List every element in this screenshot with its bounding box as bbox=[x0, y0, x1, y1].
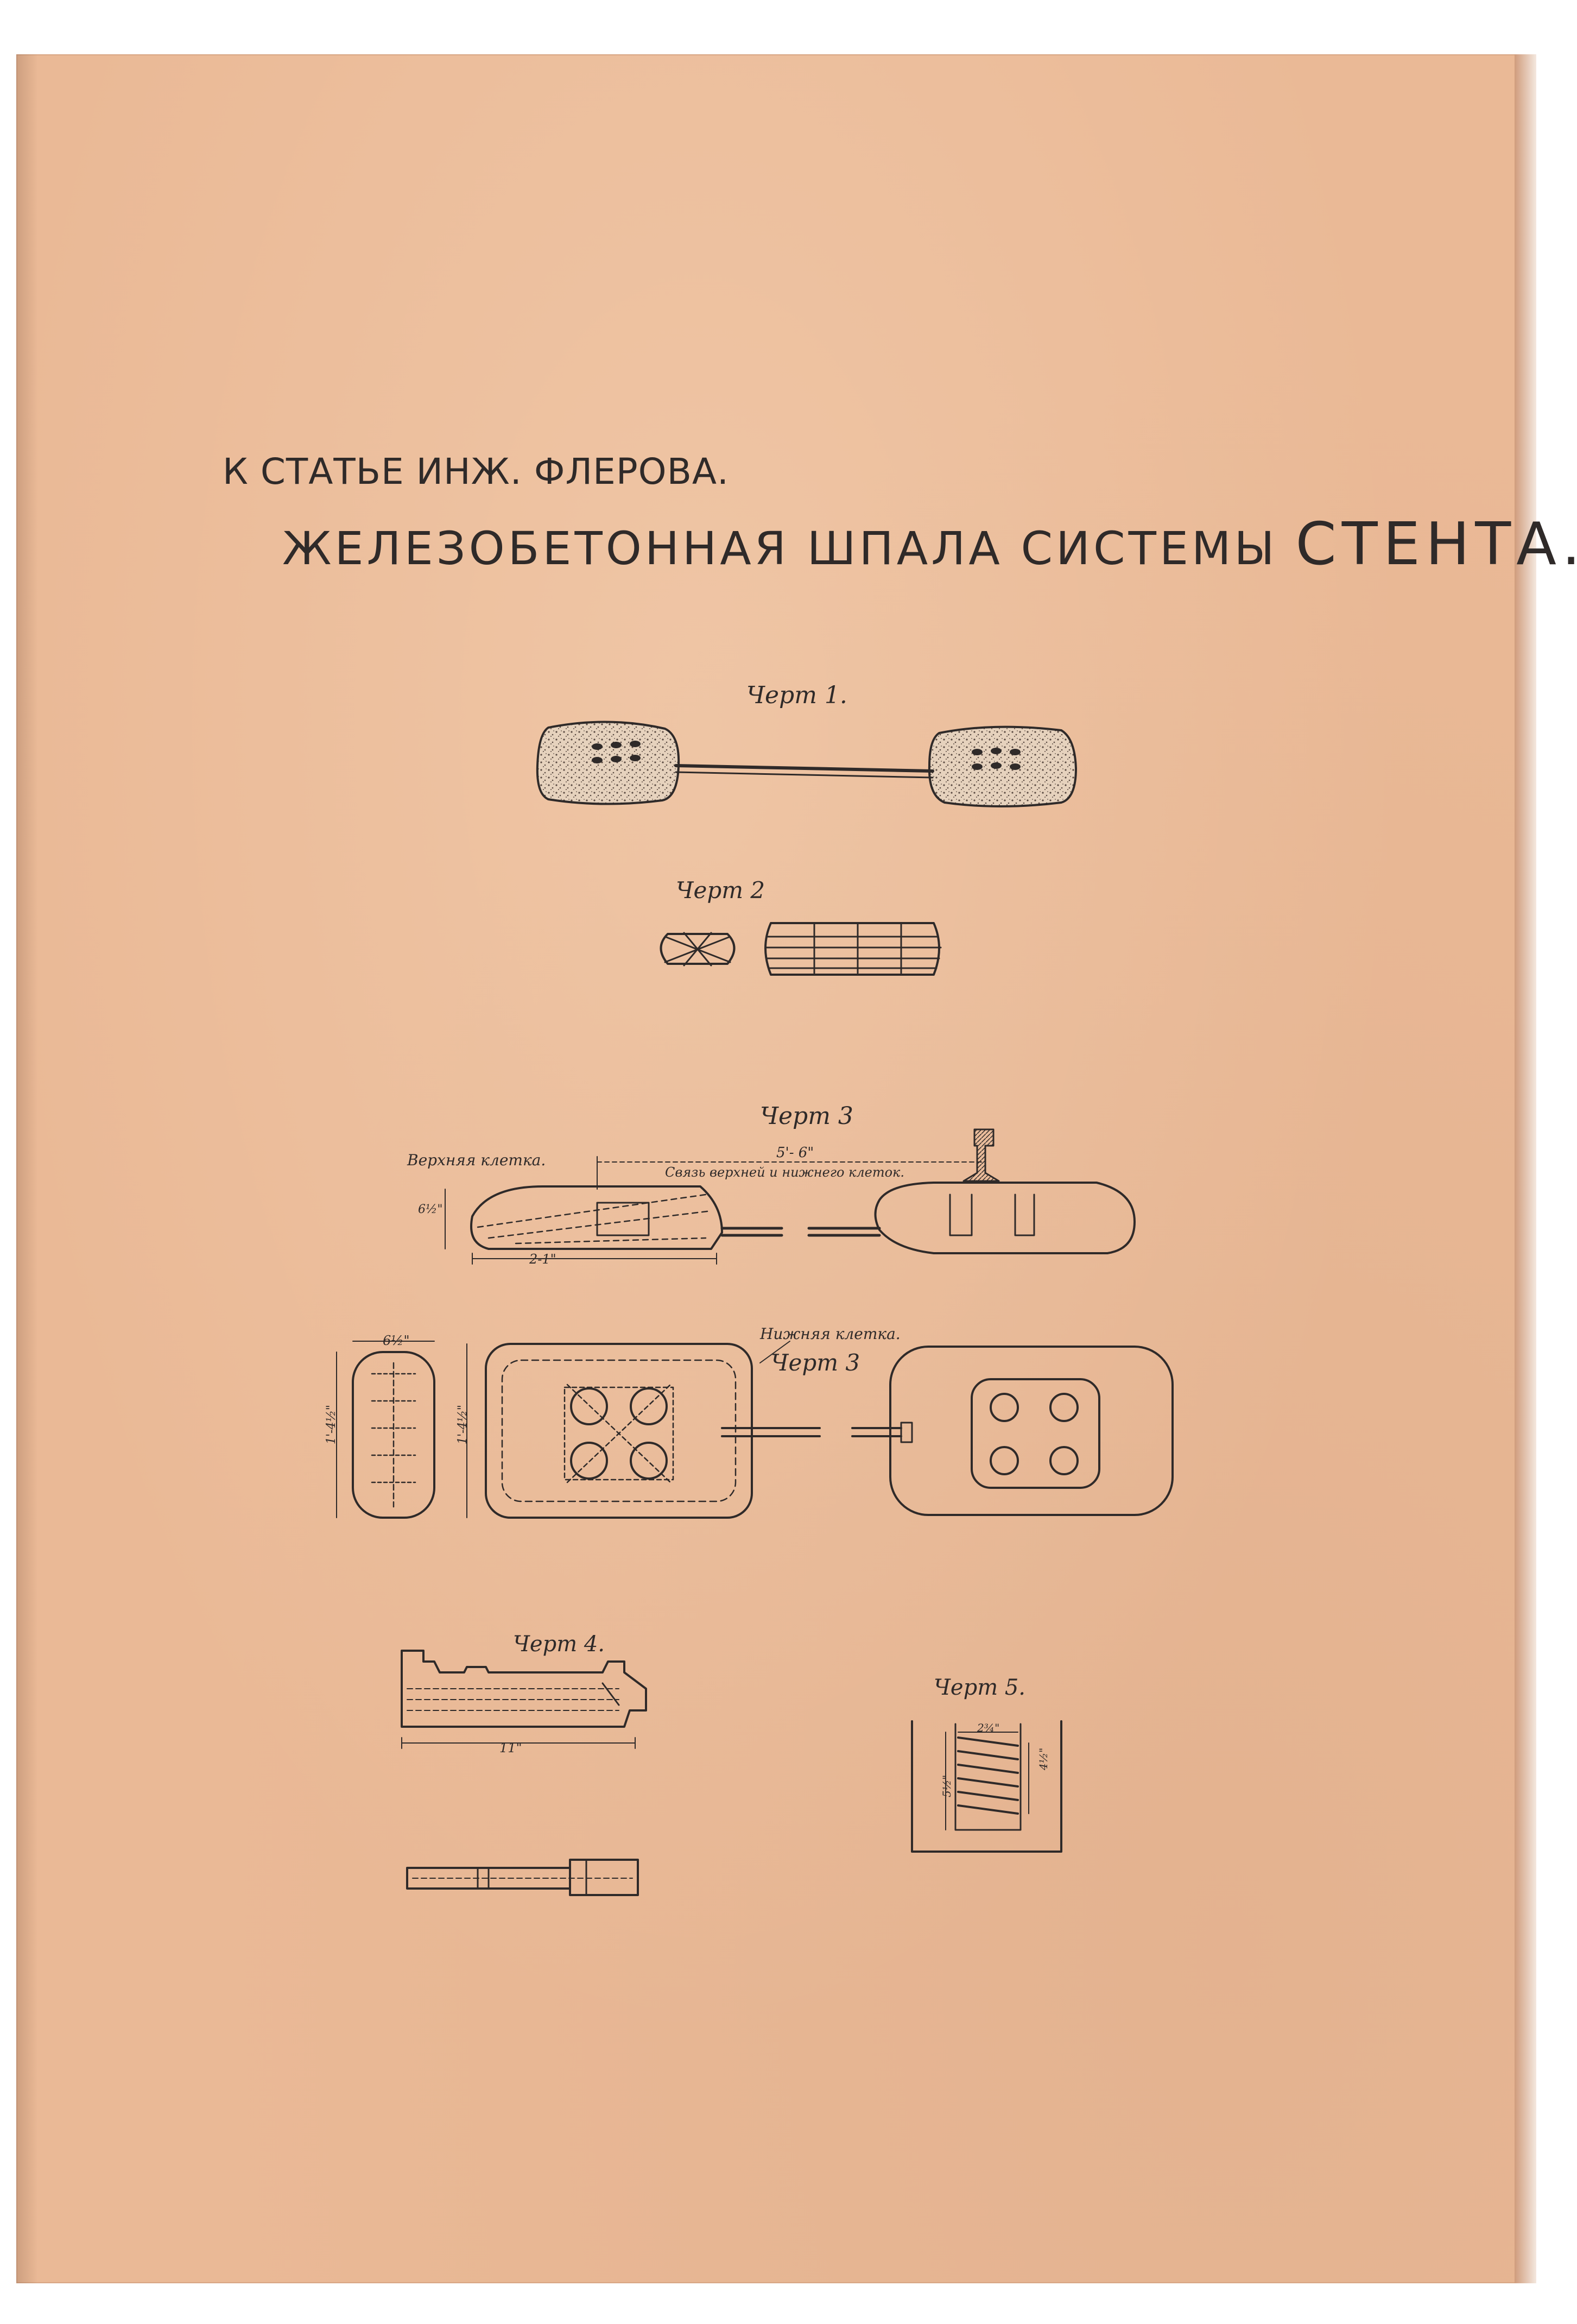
fig2-caption: Черт 2 bbox=[676, 877, 765, 904]
fig4-drawing bbox=[401, 1650, 647, 1896]
fig4-caption: Черт 4. bbox=[513, 1632, 605, 1657]
fig3-span-dimension: 5'- 6" bbox=[776, 1145, 814, 1161]
spine-shadow bbox=[16, 54, 38, 2283]
drawing-title-part2: СТЕНТА. bbox=[1295, 510, 1577, 578]
fig3-plan-caption: Черт 3 bbox=[771, 1349, 860, 1376]
drawing-title: ЖЕЛЕЗОБЕТОННАЯ ШПАЛА СИСТЕМЫ СТЕНТА. bbox=[282, 510, 1577, 578]
fig3-side-drawing bbox=[445, 1128, 1136, 1265]
drawing-title-part1: ЖЕЛЕЗОБЕТОННАЯ ШПАЛА СИСТЕМЫ bbox=[282, 522, 1278, 575]
fig5-drawing bbox=[911, 1720, 1062, 1853]
article-reference-heading: К СТАТЬЕ ИНЖ. ФЛЕРОВА. bbox=[223, 451, 730, 492]
fig3-upper-cage-label: Верхняя клетка. bbox=[407, 1151, 546, 1169]
fig1-caption: Черт 1. bbox=[746, 681, 847, 709]
fig3-connection-label: Связь верхней и нижнего клеток. bbox=[665, 1165, 905, 1180]
page-edge bbox=[1515, 54, 1536, 2283]
fig1-drawing bbox=[536, 721, 1077, 807]
fig2-drawing bbox=[660, 922, 942, 976]
fig3-lower-cage-label: Нижняя клетка. bbox=[760, 1325, 901, 1343]
fig3-side-caption: Черт 3 bbox=[760, 1102, 853, 1130]
page-sheet bbox=[16, 54, 1531, 2283]
fig3-height-dimension: 6½" bbox=[418, 1203, 443, 1216]
fig5-caption: Черт 5. bbox=[934, 1675, 1026, 1700]
fig3-plan-drawing bbox=[336, 1341, 1174, 1519]
